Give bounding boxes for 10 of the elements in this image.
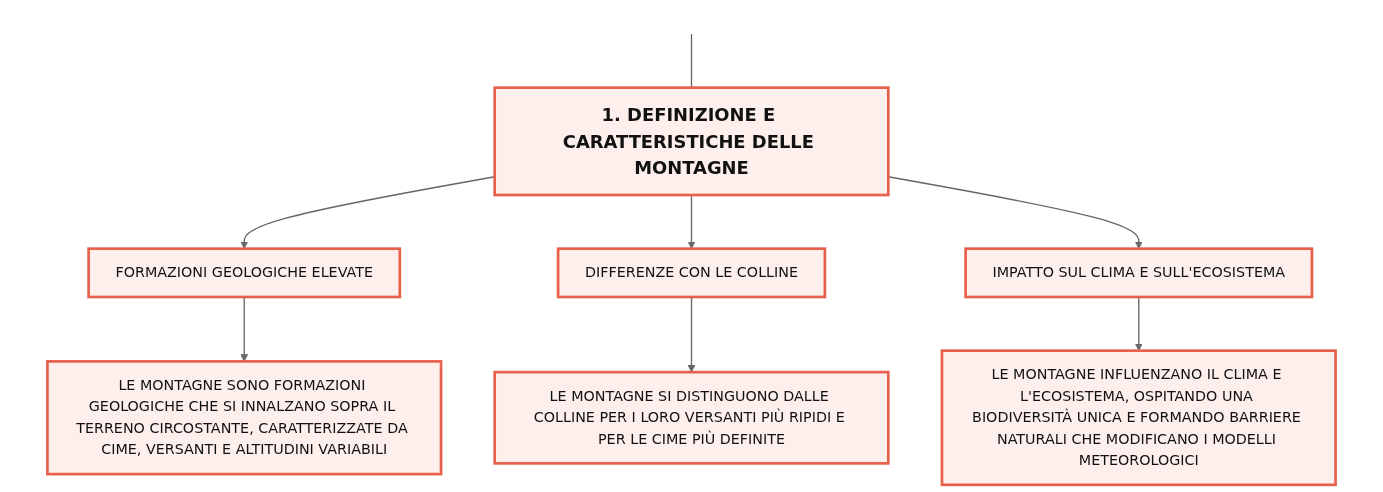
arrow	[1134, 296, 1143, 351]
node-box: LE MONTAGNE SI DISTINGUONO DALLE COLLINE PER I LORO VERSANTI PIÙ RIPIDI E PER LE CIME PIÙ DEFINITE	[493, 370, 890, 465]
arrow	[240, 296, 249, 362]
arrow	[687, 296, 696, 373]
node-box: 1. DEFINIZIONE E CARATTERISTICHE DELLE MONTAGNE	[493, 86, 890, 197]
node-box: LE MONTAGNE SONO FORMAZIONI GEOLOGICHE CHE SI INNALZANO SOPRA IL TERRENO CIRCOSTANTE, CARATTERIZZATE DA CIME, VERSANTI E ALTITUDINI VARIABILI	[46, 360, 443, 476]
node-box: IMPATTO SUL CLIMA E SULL'ECOSISTEMA	[964, 247, 1314, 299]
node-box: DIFFERENZE CON LE COLLINE	[556, 247, 827, 299]
node-box: LE MONTAGNE INFLUENZANO IL CLIMA E L'ECOSISTEMA, OSPITANDO UNA BIODIVERSITÀ UNICA E FORMANDO BARRIERE NATURALI CHE MODIFICANO I MODELLI METEOROLOGICI	[940, 349, 1337, 487]
node-box: FORMAZIONI GEOLOGICHE ELEVATE	[87, 247, 402, 299]
